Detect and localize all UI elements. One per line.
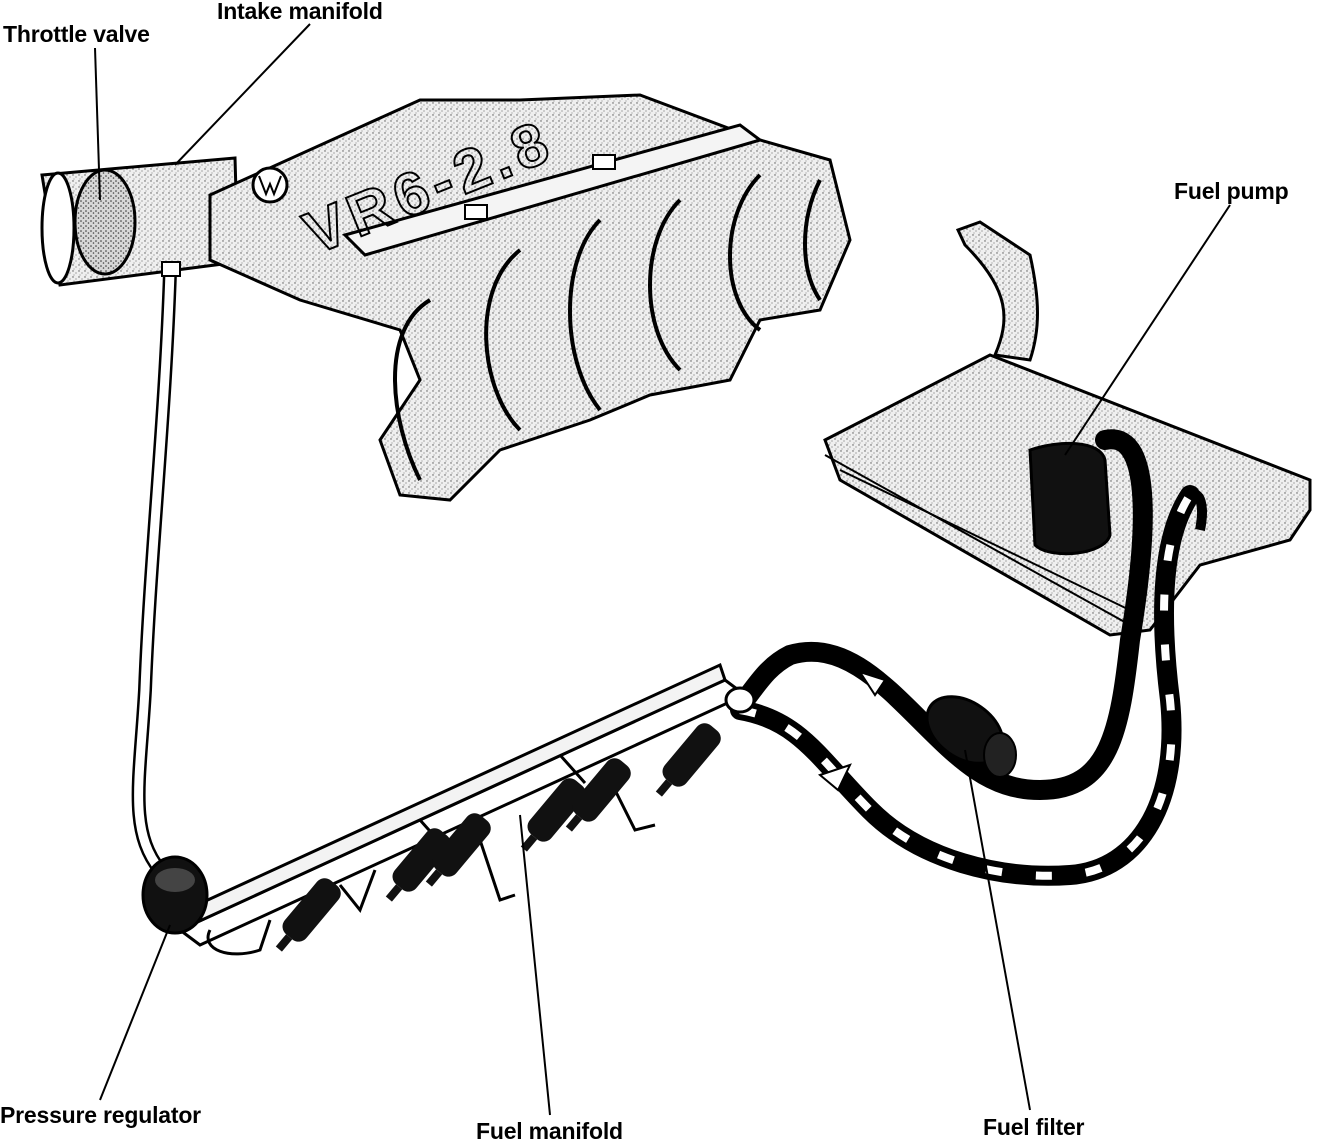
leader-intake-manifold <box>174 23 311 166</box>
label-pressure-regulator: Pressure regulator <box>0 1102 201 1128</box>
fuel-supply-line <box>735 429 1153 801</box>
throttle-body <box>40 156 240 287</box>
injector <box>655 723 721 797</box>
throttle-valve-plate <box>73 168 137 276</box>
leader-fuel-manifold <box>519 814 551 1116</box>
injector <box>425 813 491 887</box>
injector <box>385 828 451 902</box>
intake-manifold-body <box>208 93 852 502</box>
injector <box>565 758 631 832</box>
label-fuel-filter: Fuel filter <box>983 1114 1085 1140</box>
label-fuel-manifold: Fuel manifold <box>476 1118 623 1144</box>
fuel-filter <box>925 695 1017 778</box>
leader-throttle-valve <box>94 47 101 201</box>
fuel-pump <box>1028 441 1112 556</box>
fuel-injectors <box>275 723 721 952</box>
label-throttle-valve: Throttle valve <box>3 21 150 47</box>
injector <box>520 778 586 852</box>
label-fuel-pump: Fuel pump <box>1174 178 1289 204</box>
fuel-rail <box>173 662 756 956</box>
leader-fuel-filter <box>964 749 1031 1111</box>
leader-pressure-regulator <box>99 924 171 1101</box>
leader-lines <box>94 23 1231 1116</box>
fuel-tank <box>823 220 1312 637</box>
label-intake-manifold: Intake manifold <box>217 0 383 24</box>
pressure-regulator <box>141 855 209 935</box>
injector <box>275 878 341 952</box>
leader-fuel-pump <box>1064 204 1231 456</box>
